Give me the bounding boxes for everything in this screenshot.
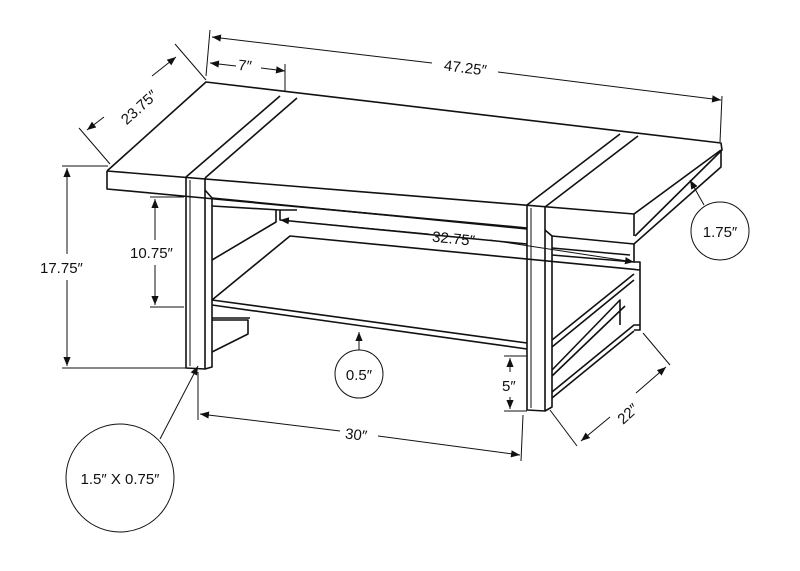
table-drawing [106,81,723,412]
callout-top-thickness: 1.75″ [689,179,750,261]
dim-shelf-clearance: 10.75″ [130,196,184,308]
label-leg-span-length: 30″ [344,425,369,445]
label-top-inset: 7″ [237,57,253,75]
label-inner-shelf-length: 32.75″ [431,229,476,250]
dim-top-inset: 7″ [209,57,286,92]
label-depth: 23.75″ [118,87,162,129]
label-overall-length: 47.25″ [443,57,488,79]
dim-floor-clearance: 5″ [502,355,527,412]
label-leg-span-depth: 22″ [614,400,642,428]
dim-leg-span-length: 30″ [197,372,524,462]
label-shelf-clearance: 10.75″ [130,245,174,262]
dim-inner-shelf-length: 32.75″ [279,217,635,265]
label-floor-clearance: 5″ [502,378,516,395]
label-overall-height: 17.75″ [40,260,84,277]
dim-depth: 23.75″ [78,43,207,165]
callout-leg-profile: 1.5″ X 0.75″ [65,365,199,533]
label-leg-profile: 1.5″ X 0.75″ [80,471,160,488]
dim-overall-length: 47.25″ [205,29,723,143]
label-shelf-thickness: 0.5″ [346,367,373,384]
dim-overall-height: 17.75″ [40,165,186,369]
label-top-thickness: 1.75″ [703,224,738,241]
callout-shelf-thickness: 0.5″ [334,332,384,399]
